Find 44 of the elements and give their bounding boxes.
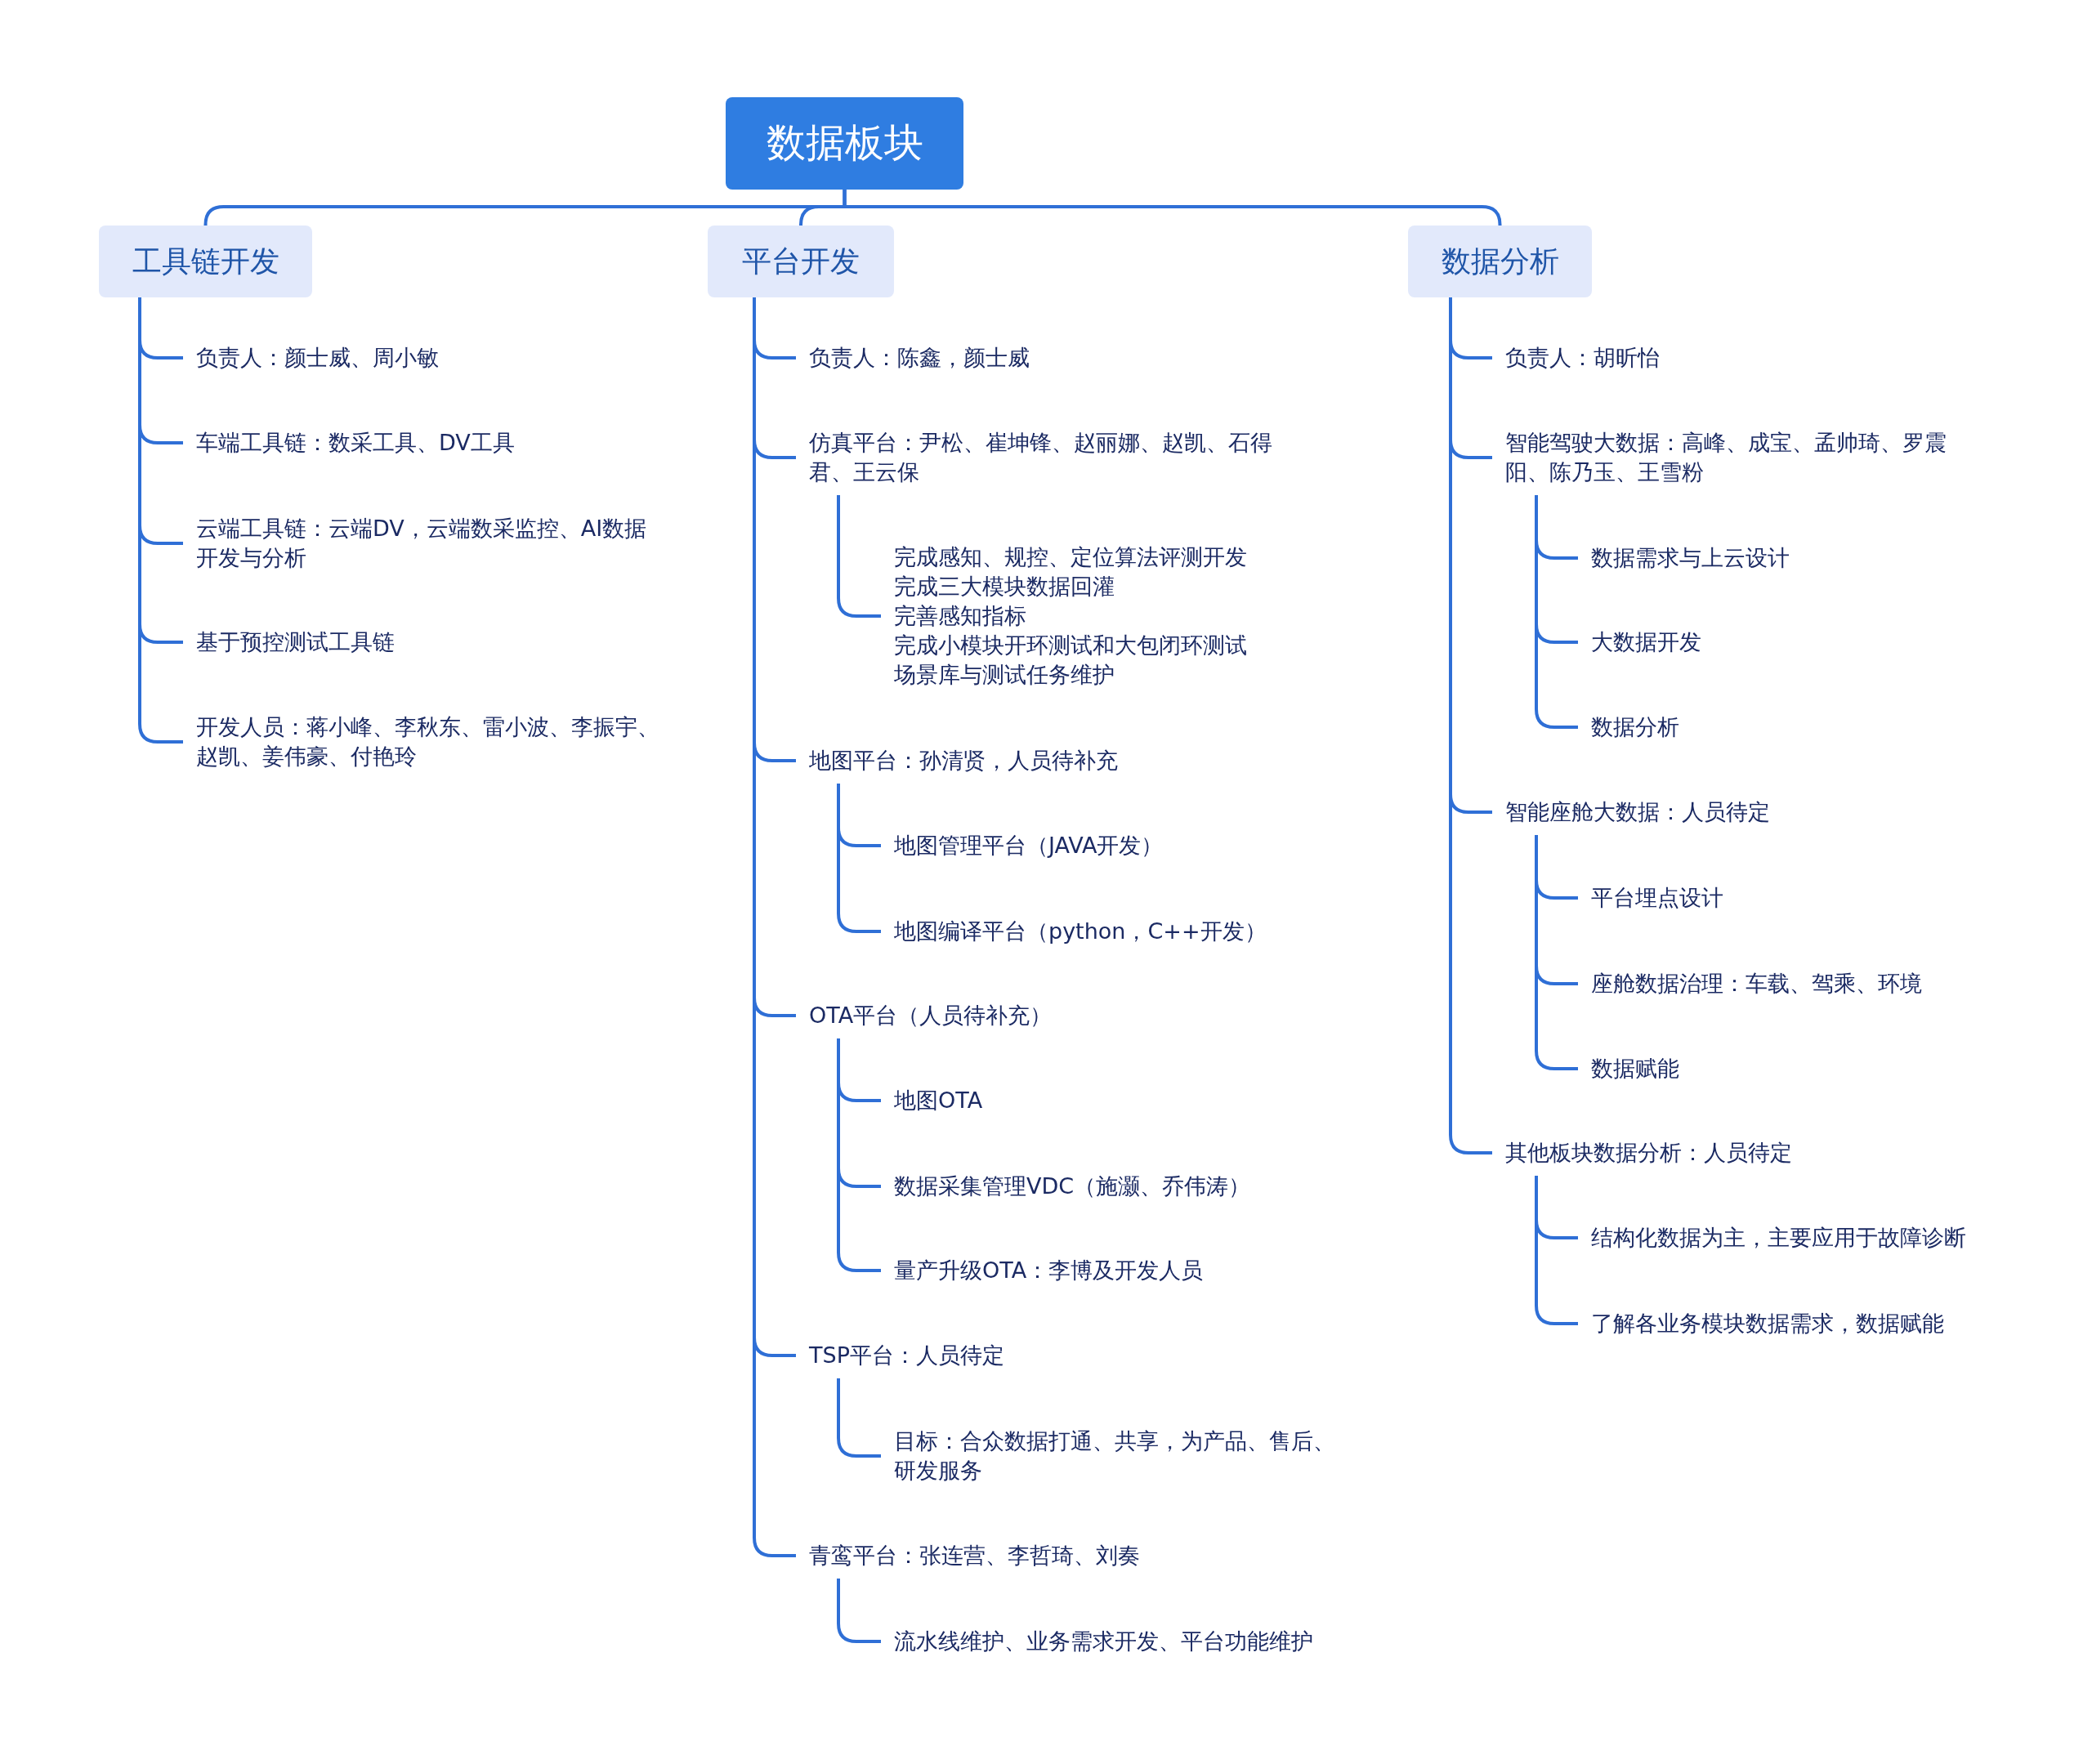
- branch-label: 智能驾驶大数据：高峰、成宝、孟帅琦、罗震阳、陈乃玉、王雪粉: [1505, 428, 1971, 487]
- root-topic-box: 数据板块: [726, 96, 963, 190]
- branch-label: 负责人：胡昕怡: [1505, 343, 1660, 373]
- branch-label: OTA平台（人员待补充）: [809, 1001, 1053, 1030]
- task-line: 完成三大模块数据回灌: [894, 573, 1115, 601]
- branch-label: 其他板块数据分析：人员待定: [1505, 1138, 1792, 1168]
- branch-label: 青鸾平台：张连营、李哲琦、刘奏: [809, 1541, 1140, 1570]
- connector-line: [837, 1579, 881, 1643]
- branch-label: 负责人：颜士威、周小敏: [196, 343, 439, 373]
- branch-label: 智能座舱大数据：人员待定: [1505, 797, 1770, 827]
- branch-label: 地图平台：孙清贤，人员待补充: [809, 746, 1118, 775]
- branch-label: 座舱数据治理：车载、驾乘、环境: [1591, 969, 1922, 998]
- branch-label: 仿真平台：尹松、崔坤锋、赵丽娜、赵凯、石得君、王云保: [809, 428, 1275, 487]
- branch-label: 流水线维护、业务需求开发、平台功能维护: [894, 1627, 1313, 1656]
- branch-label: 开发人员：蒋小峰、李秋东、雷小波、李振宇、赵凯、姜伟豪、付艳玲: [196, 712, 662, 771]
- task-line: 完成小模块开环测试和大包闭环测试: [894, 632, 1248, 659]
- connector-line: [1535, 1176, 1578, 1325]
- branch-label: 地图OTA: [894, 1086, 983, 1115]
- topic-box: 数据分析: [1408, 226, 1592, 297]
- branch-label: 数据赋能: [1591, 1054, 1679, 1083]
- branch-label: 了解各业务模块数据需求，数据赋能: [1591, 1309, 1944, 1338]
- topic-box: 工具链开发: [99, 226, 312, 297]
- branch-label: 负责人：陈鑫，颜士威: [809, 343, 1030, 373]
- task-line: 完善感知指标: [894, 602, 1027, 630]
- branch-label: 平台埋点设计: [1591, 883, 1723, 913]
- task-line: 场景库与测试任务维护: [894, 661, 1115, 689]
- branch-label: 大数据开发: [1591, 627, 1701, 657]
- topic-box: 平台开发: [708, 226, 894, 297]
- branch-label: 数据采集管理VDC（施灏、乔伟涛）: [894, 1172, 1251, 1201]
- connector-line: [837, 784, 881, 933]
- branch-label: TSP平台：人员待定: [809, 1341, 1004, 1370]
- connector-line: [837, 1378, 881, 1458]
- branch-label: 云端工具链：云端DV，云端数采监控、AI数据开发与分析: [196, 514, 658, 573]
- branch-label: 地图编译平台（python，C++开发）: [894, 917, 1267, 946]
- branch-label: 车端工具链：数采工具、DV工具: [196, 428, 515, 458]
- branch-label: 结构化数据为主，主要应用于故障诊断: [1591, 1223, 1966, 1253]
- branch-label: 基于预控测试工具链: [196, 627, 395, 657]
- connector-line: [837, 495, 881, 618]
- branch-label: 数据需求与上云设计: [1591, 543, 1790, 573]
- task-line: 完成感知、规控、定位算法评测开发: [894, 543, 1248, 571]
- branch-label: 量产升级OTA：李博及开发人员: [894, 1256, 1204, 1285]
- branch-label: 地图管理平台（JAVA开发）: [894, 831, 1164, 860]
- branch-label: 数据分析: [1591, 712, 1679, 742]
- branch-label: 目标：合众数据打通、共享，为产品、售后、研发服务: [894, 1427, 1356, 1485]
